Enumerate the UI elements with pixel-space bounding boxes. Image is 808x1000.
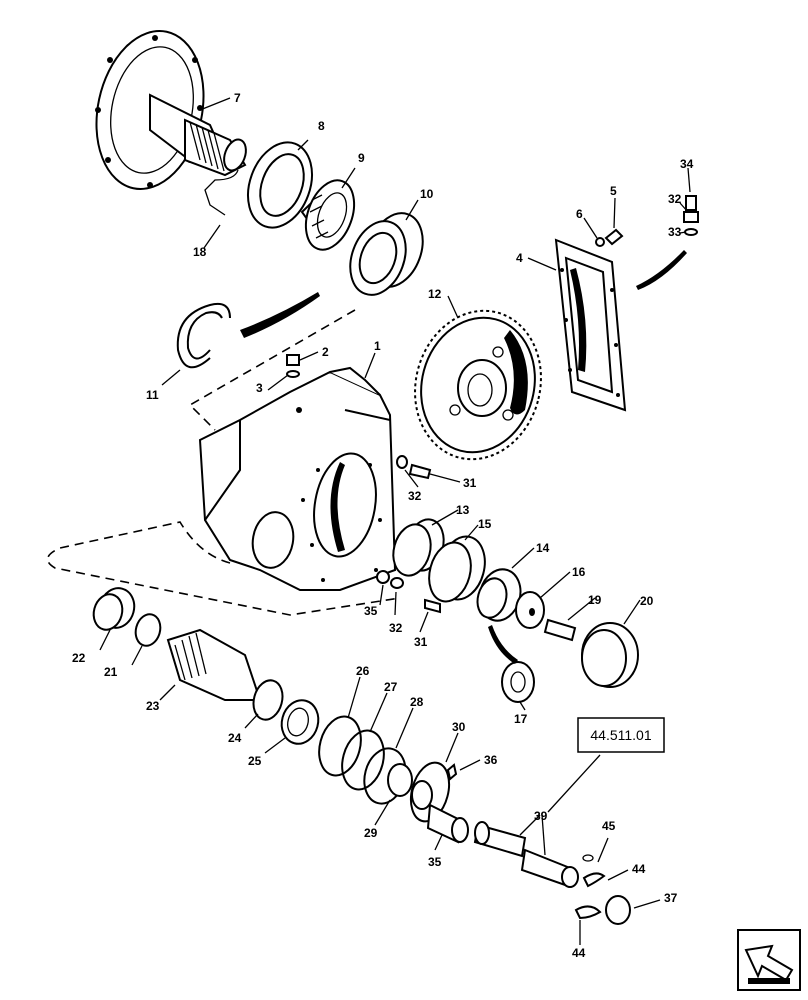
part-label-18: 18 bbox=[193, 245, 207, 259]
reference-box[interactable]: 44.511.01 bbox=[577, 717, 665, 753]
part-label-9: 9 bbox=[358, 151, 365, 165]
part-label-8: 8 bbox=[318, 119, 325, 133]
part-label-6: 6 bbox=[576, 207, 583, 221]
part-label-28: 28 bbox=[410, 695, 424, 709]
part-label-3: 3 bbox=[256, 381, 263, 395]
part-label-22: 22 bbox=[72, 651, 86, 665]
part-label-31a: 31 bbox=[463, 476, 477, 490]
right-bearing-stack bbox=[392, 518, 639, 703]
part-label-21: 21 bbox=[104, 665, 118, 679]
part-label-7: 7 bbox=[234, 91, 241, 105]
part-label-33: 35 bbox=[364, 604, 378, 618]
part-label-40: 39 bbox=[534, 809, 548, 823]
part-label-44a: 44 bbox=[632, 862, 646, 876]
part-label-27: 27 bbox=[384, 680, 398, 694]
bolt-washer-part bbox=[595, 228, 624, 247]
next-page-arrow-icon[interactable] bbox=[737, 929, 801, 991]
part-label-31b: 31 bbox=[414, 635, 428, 649]
part-label-16: 16 bbox=[572, 565, 586, 579]
snap-ring-part bbox=[176, 292, 320, 369]
part-label-32a: 32 bbox=[408, 489, 422, 503]
taper-bearing-part bbox=[300, 179, 356, 251]
pinion-shaft-stack bbox=[92, 587, 320, 745]
leader-lines bbox=[99, 97, 691, 945]
part-label-20: 20 bbox=[640, 594, 654, 608]
part-label-32b: 32 bbox=[389, 621, 403, 635]
fitting-part bbox=[683, 195, 699, 236]
part-label-29: 29 bbox=[364, 826, 378, 840]
part-label-37: 35 bbox=[428, 855, 442, 869]
gear-housing-part bbox=[198, 366, 397, 591]
part-label-26: 26 bbox=[356, 664, 370, 678]
plug-part bbox=[286, 354, 300, 378]
part-label-25: 25 bbox=[248, 754, 262, 768]
part-label-14: 14 bbox=[536, 541, 550, 555]
alignment-lines bbox=[46, 309, 401, 616]
lower-shaft-stack bbox=[318, 715, 631, 925]
part-label-13: 13 bbox=[456, 503, 470, 517]
part-label-39: 37 bbox=[664, 891, 678, 905]
part-label-38: 36 bbox=[484, 753, 498, 767]
part-label-45: 45 bbox=[602, 819, 616, 833]
part-label-17: 17 bbox=[514, 712, 528, 726]
part-labels: 7 8 9 10 18 12 1 2 3 11 4 5 6 34 32 33 3… bbox=[72, 91, 694, 960]
part-label-35: 33 bbox=[668, 225, 682, 239]
part-label-11: 11 bbox=[146, 388, 159, 402]
flange-shaft-part bbox=[95, 30, 247, 216]
reference-box-label: 44.511.01 bbox=[590, 727, 651, 743]
bearing-cup-part bbox=[349, 212, 424, 296]
part-label-5: 5 bbox=[610, 184, 617, 198]
part-label-24: 24 bbox=[228, 731, 242, 745]
part-label-34: 32 bbox=[668, 192, 682, 206]
seal-part bbox=[247, 141, 313, 229]
part-label-30: 30 bbox=[452, 720, 466, 734]
part-label-10: 10 bbox=[420, 187, 434, 201]
part-label-23: 23 bbox=[146, 699, 160, 713]
part-label-19: 19 bbox=[588, 593, 602, 607]
cover-gasket-part bbox=[554, 238, 687, 412]
part-label-12: 12 bbox=[428, 287, 442, 301]
part-label-36: 34 bbox=[680, 157, 694, 171]
part-label-1: 1 bbox=[374, 339, 381, 353]
large-gear-part bbox=[414, 309, 542, 461]
part-label-4: 4 bbox=[516, 251, 523, 265]
part-label-44b: 44 bbox=[572, 946, 586, 960]
bolts-part bbox=[376, 455, 441, 614]
part-label-15: 15 bbox=[478, 517, 492, 531]
part-label-2: 2 bbox=[322, 345, 329, 359]
